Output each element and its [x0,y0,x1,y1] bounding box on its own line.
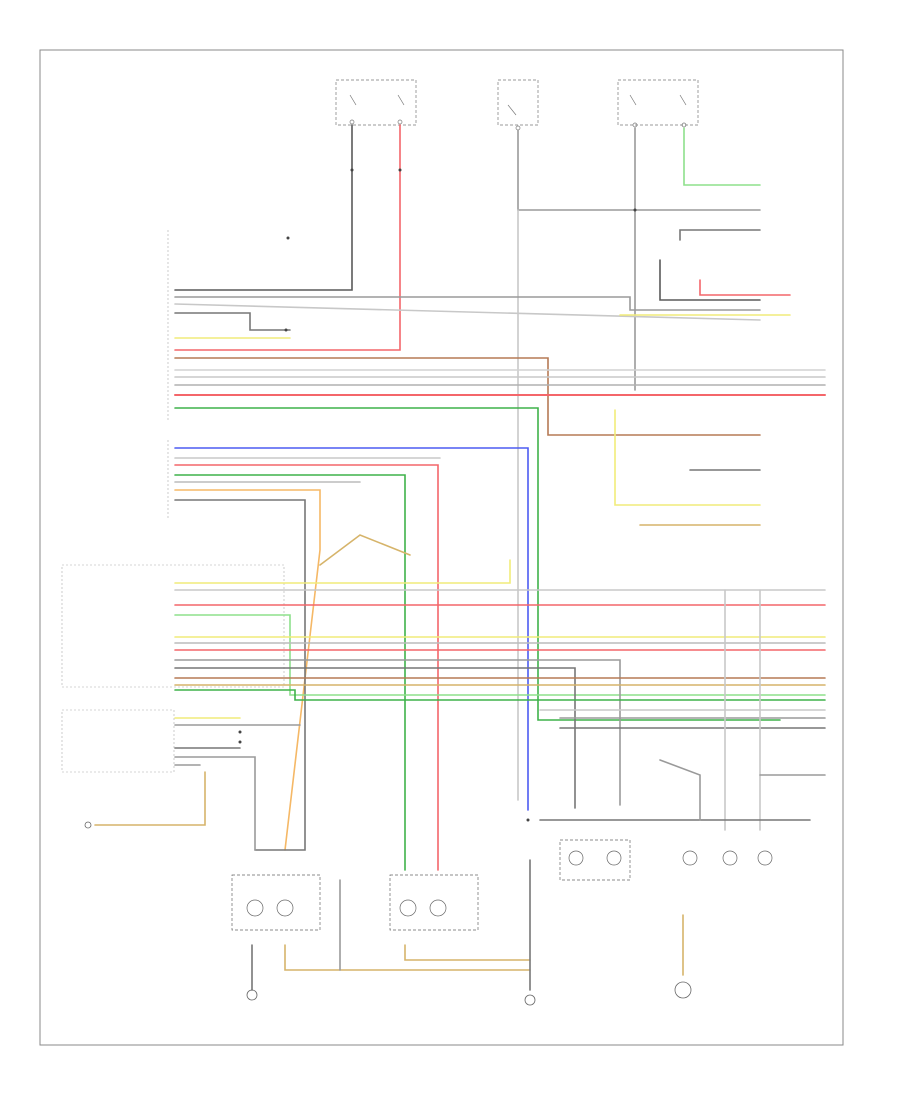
fuse-block-center [497,79,539,131]
splice-dots [238,168,637,822]
wire-gray-bottom-3 [174,756,256,851]
wire-yellow-lower [174,559,511,584]
wire-gray-mid-3 [174,499,306,851]
wire-tan-bottom-1 [284,944,531,971]
wire-fuse-right-b [683,127,761,186]
wire-h-green-main [174,407,781,721]
wire-blue [174,447,529,811]
wire-right-diag [659,759,701,821]
wire-h-brown-upper [174,357,761,436]
lamp-assembly-center [389,874,479,931]
diagram-frame [39,49,844,1046]
wire-gray-lower-4 [174,667,576,809]
wire-fuse-left-a [174,124,353,291]
wire-tan-bottom-2 [404,944,531,961]
wire-h-red-right [699,279,791,296]
wire-orange [174,489,321,851]
wire-h-gray-top [679,229,761,241]
wire-h-gray-right [659,259,761,301]
wire-red-mid [174,464,439,871]
wire-h-gray-1 [174,296,761,311]
wire-tan-ground [94,771,206,826]
wire-group [94,124,826,991]
lamp-row-right [559,839,773,881]
lamp-assembly-left [231,874,321,931]
wire-green-mid [174,474,406,871]
fuse-block-right [617,79,699,128]
ground-symbols [84,821,692,1006]
wire-v-yellow-mid [614,409,761,506]
wire-h-gray-3 [174,312,291,331]
wire-lightgreen-lower [174,614,826,696]
wire-gray-lower-3 [174,659,621,806]
wire-h-gray-2 [174,303,761,321]
wire-brown-diag [319,534,411,566]
connector-block-lower [61,564,285,773]
wire-fuse-center [517,129,761,211]
wire-green-lower [174,689,826,701]
fuse-block-left [335,79,417,126]
wire-fuse-left-b [174,124,401,351]
